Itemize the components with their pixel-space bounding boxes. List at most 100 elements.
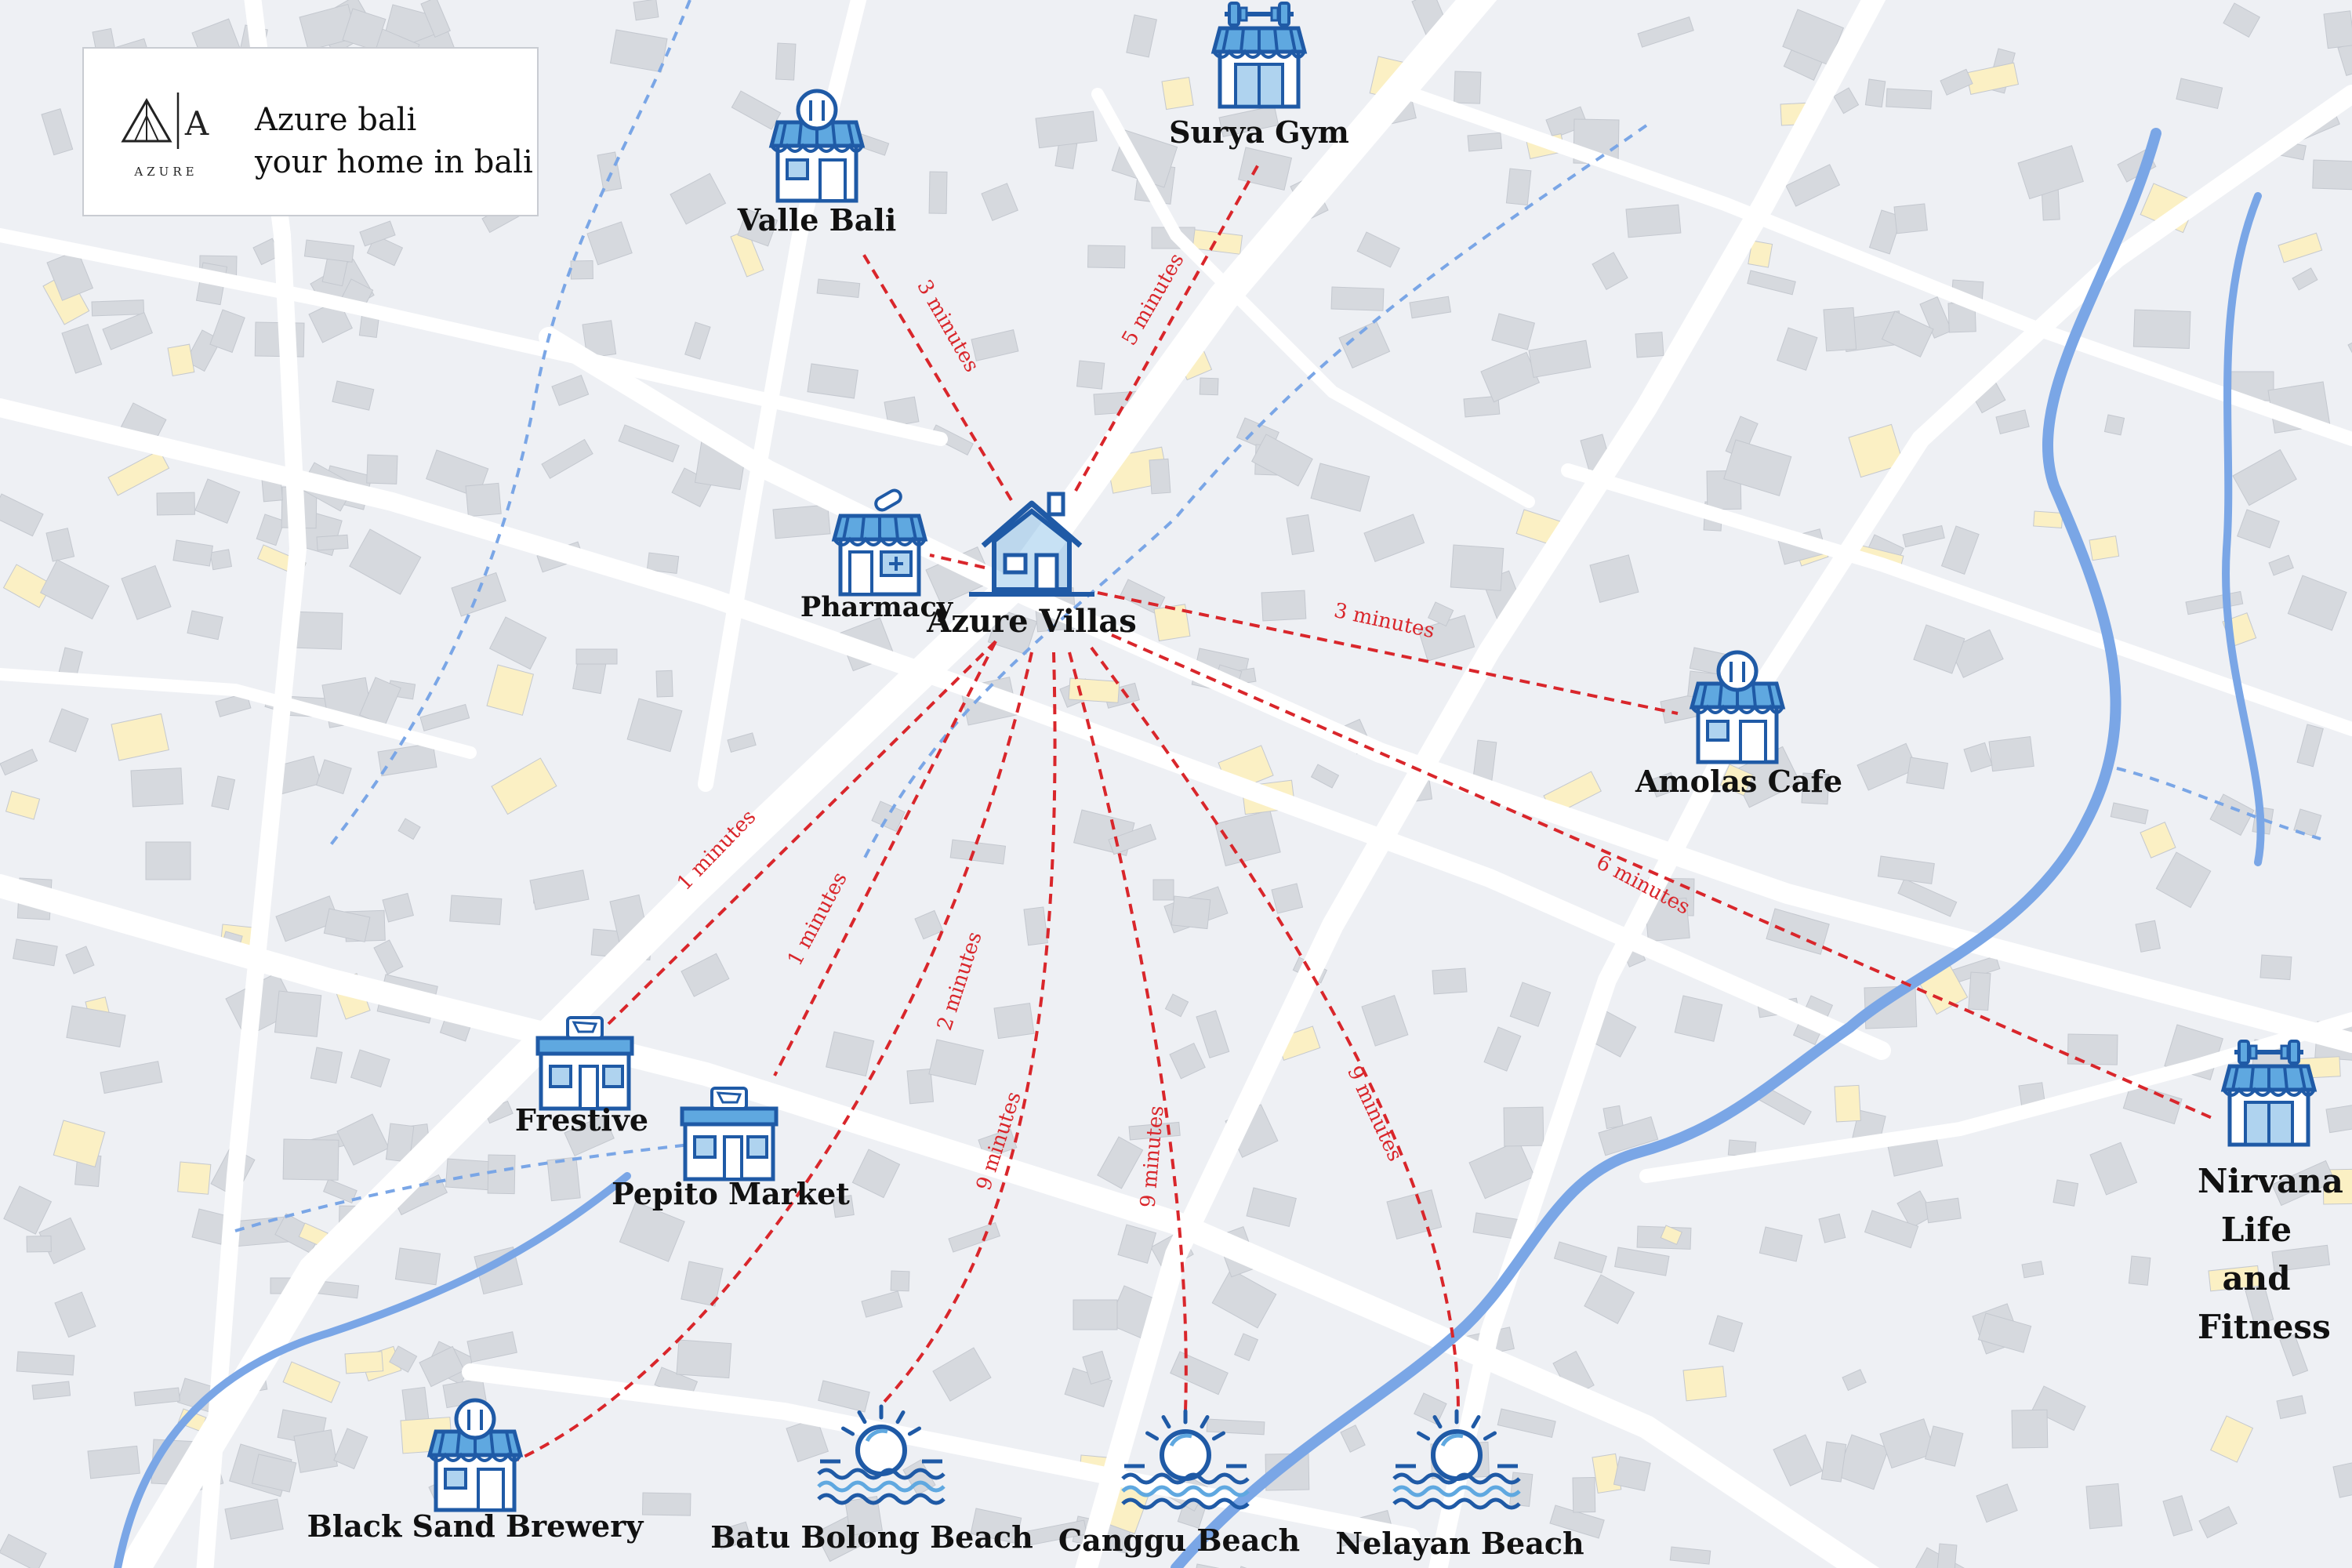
place-label-surya-gym[interactable]: Surya Gym (1169, 114, 1349, 150)
valle-bali-restaurant-icon[interactable] (768, 89, 866, 203)
building (932, 1347, 992, 1402)
route-line-nelayan-beach (1090, 646, 1460, 1412)
route-line-surya-gym (1074, 162, 1261, 492)
building (1206, 1418, 1265, 1436)
building (949, 839, 1007, 865)
building (826, 1031, 875, 1077)
stream (861, 124, 1648, 863)
building (1310, 463, 1370, 512)
place-label-valle-bali[interactable]: Valle Bali (737, 202, 897, 238)
building (53, 1120, 106, 1167)
surya-gym-gym-icon[interactable] (1210, 2, 1308, 109)
building (1893, 203, 1928, 234)
building (1897, 878, 1958, 917)
building (1759, 1226, 1803, 1262)
place-label-canggu-beach[interactable]: Canggu Beach (1058, 1523, 1301, 1558)
building (970, 1508, 1022, 1544)
building (486, 664, 535, 716)
building (1356, 231, 1400, 268)
building (684, 321, 711, 360)
brand-wordmark: AZURE (134, 165, 198, 179)
building (1214, 809, 1281, 866)
building (2021, 1261, 2045, 1279)
building (914, 909, 944, 940)
building (928, 171, 948, 214)
place-label-amolas-cafe[interactable]: Amolas Cafe (1635, 764, 1843, 799)
building (224, 1498, 284, 1540)
place-label-frestive[interactable]: Frestive (514, 1102, 649, 1138)
pharmacy-pharmacy-icon[interactable] (831, 488, 928, 597)
building (1218, 105, 1279, 138)
building (570, 260, 593, 280)
road (462, 1363, 1420, 1545)
road (0, 874, 1880, 1568)
building (1902, 524, 1945, 548)
building (1777, 327, 1818, 371)
building (1126, 14, 1157, 58)
building (2278, 232, 2323, 263)
building (1211, 1269, 1277, 1329)
building (1169, 1042, 1206, 1080)
canggu-beach-beach-sunset-icon[interactable] (1121, 1409, 1250, 1510)
building (1968, 971, 1991, 1011)
place-label-pepito-market[interactable]: Pepito Market (612, 1176, 850, 1211)
building (1572, 1477, 1596, 1513)
road (1639, 1012, 2352, 1183)
place-label-nirvana[interactable]: Nirvana Life and Fitness (2198, 1162, 2343, 1346)
building (1117, 1224, 1157, 1264)
black-sand-restaurant-icon[interactable] (426, 1398, 524, 1512)
place-label-batu-bolong[interactable]: Batu Bolong Beach (710, 1519, 1033, 1555)
building (670, 172, 727, 225)
building (1152, 879, 1174, 901)
place-icons (426, 2, 2318, 1512)
building (2085, 1483, 2123, 1530)
building (39, 559, 110, 620)
amolas-cafe-restaurant-icon[interactable] (1689, 650, 1786, 764)
hub-label-azure-villas[interactable]: Azure Villas (927, 603, 1137, 640)
building (359, 220, 396, 247)
building (586, 221, 633, 266)
building (772, 504, 831, 539)
route-line-pharmacy (929, 554, 985, 569)
building (1592, 252, 1628, 291)
building (0, 493, 44, 537)
building (2279, 1334, 2309, 1377)
building (633, 0, 659, 21)
building (1674, 995, 1723, 1042)
place-label-pharmacy[interactable]: Pharmacy (800, 591, 953, 623)
building (1161, 76, 1194, 111)
building (1650, 771, 1678, 798)
frestive-market-icon[interactable] (535, 1016, 634, 1111)
hub-house-icon[interactable] (969, 492, 1094, 597)
building (646, 552, 680, 575)
building (2, 564, 53, 608)
building (1265, 1453, 1310, 1491)
building (0, 1534, 47, 1568)
batu-bolong-beach-sunset-icon[interactable] (817, 1404, 946, 1505)
pepito-market-market-icon[interactable] (680, 1087, 779, 1181)
place-label-black-sand[interactable]: Black Sand Brewery (307, 1508, 644, 1544)
building (332, 380, 375, 411)
building (1386, 1189, 1443, 1240)
building (2162, 1495, 2193, 1537)
building (31, 1381, 71, 1400)
place-label-nelayan-beach[interactable]: Nelayan Beach (1335, 1526, 1584, 1561)
building (1602, 1105, 1624, 1130)
building (1625, 204, 1682, 238)
building (1747, 270, 1796, 296)
building (1977, 1312, 2032, 1353)
building (2140, 822, 2176, 858)
nirvana-gym-icon[interactable] (2220, 1040, 2318, 1147)
building (1669, 1546, 1711, 1565)
streams (234, 0, 2321, 1232)
building (100, 1061, 163, 1094)
nelayan-beach-beach-sunset-icon[interactable] (1392, 1409, 1521, 1510)
building (156, 492, 195, 516)
building (2210, 1415, 2254, 1463)
building (1988, 735, 2034, 772)
road (116, 0, 1497, 1568)
building (282, 1138, 339, 1181)
building (344, 1351, 384, 1374)
road (1404, 87, 2352, 446)
